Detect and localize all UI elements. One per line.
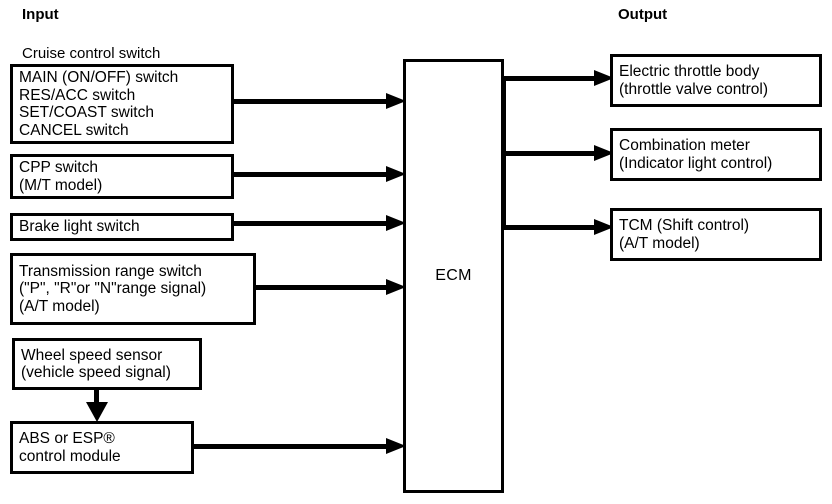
cpp-switch-box[interactable]: CPP switch (M/T model) [10,154,234,199]
wheel-speed-sensor-box[interactable]: Wheel speed sensor (vehicle speed signal… [12,338,202,390]
arrow-ecm-to-tcm [502,219,614,235]
tcm-shift-control-box[interactable]: TCM (Shift control) (A/T model) [610,208,822,261]
input-column-header: Input [22,6,59,23]
box-line: (A/T model) [19,297,100,315]
box-line: (vehicle speed signal) [21,364,171,381]
electric-throttle-body-box[interactable]: Electric throttle body (throttle valve c… [610,54,822,107]
box-line: SET/COAST switch [19,104,154,121]
ecm-label: ECM [435,267,472,284]
box-line: (throttle valve control) [619,80,769,98]
arrow-cruise-control-to-ecm [234,93,406,109]
box-line: TCM (Shift control) [619,217,750,234]
box-line: control module [19,447,121,465]
arrow-wheel-speed-to-abs-esp [85,390,108,422]
arrow-cpp-switch-to-ecm [234,166,406,182]
box-line: (Indicator light control) [619,154,773,172]
box-line: (A/T model) [619,234,700,252]
box-line: RES/ACC switch [19,86,136,104]
box-line: (M/T model) [19,176,103,194]
ecm-box[interactable]: ECM [403,59,504,493]
box-line: Transmission range switch [19,262,202,280]
box-line: Wheel speed sensor [21,346,163,364]
box-line: Combination meter [619,137,750,154]
arrow-ecm-to-combination-meter [502,145,614,161]
box-line: Brake light switch [19,218,140,236]
box-line: MAIN (ON/OFF) switch [19,69,179,86]
arrow-ecm-to-electric-throttle-body [502,70,614,86]
box-line: CANCEL switch [19,121,129,139]
box-line: ABS or ESP® [19,430,115,447]
cruise-control-switch-box[interactable]: MAIN (ON/OFF) switch RES/ACC switch SET/… [10,64,234,144]
arrow-brake-light-switch-to-ecm [234,215,406,231]
output-column-header: Output [618,6,668,23]
combination-meter-box[interactable]: Combination meter (Indicator light contr… [610,128,822,181]
box-line: ("P", "R"or "N"range signal) [19,280,207,298]
cruise-control-switch-caption: Cruise control switch [22,45,161,62]
arrow-abs-esp-to-ecm [194,438,406,454]
arrow-transmission-range-to-ecm [256,279,406,295]
brake-light-switch-box[interactable]: Brake light switch [10,213,234,241]
abs-esp-control-module-box[interactable]: ABS or ESP® control module [10,421,194,474]
box-line: CPP switch [19,159,98,176]
box-line: Electric throttle body [619,63,760,80]
transmission-range-switch-box[interactable]: Transmission range switch ("P", "R"or "N… [10,253,256,325]
